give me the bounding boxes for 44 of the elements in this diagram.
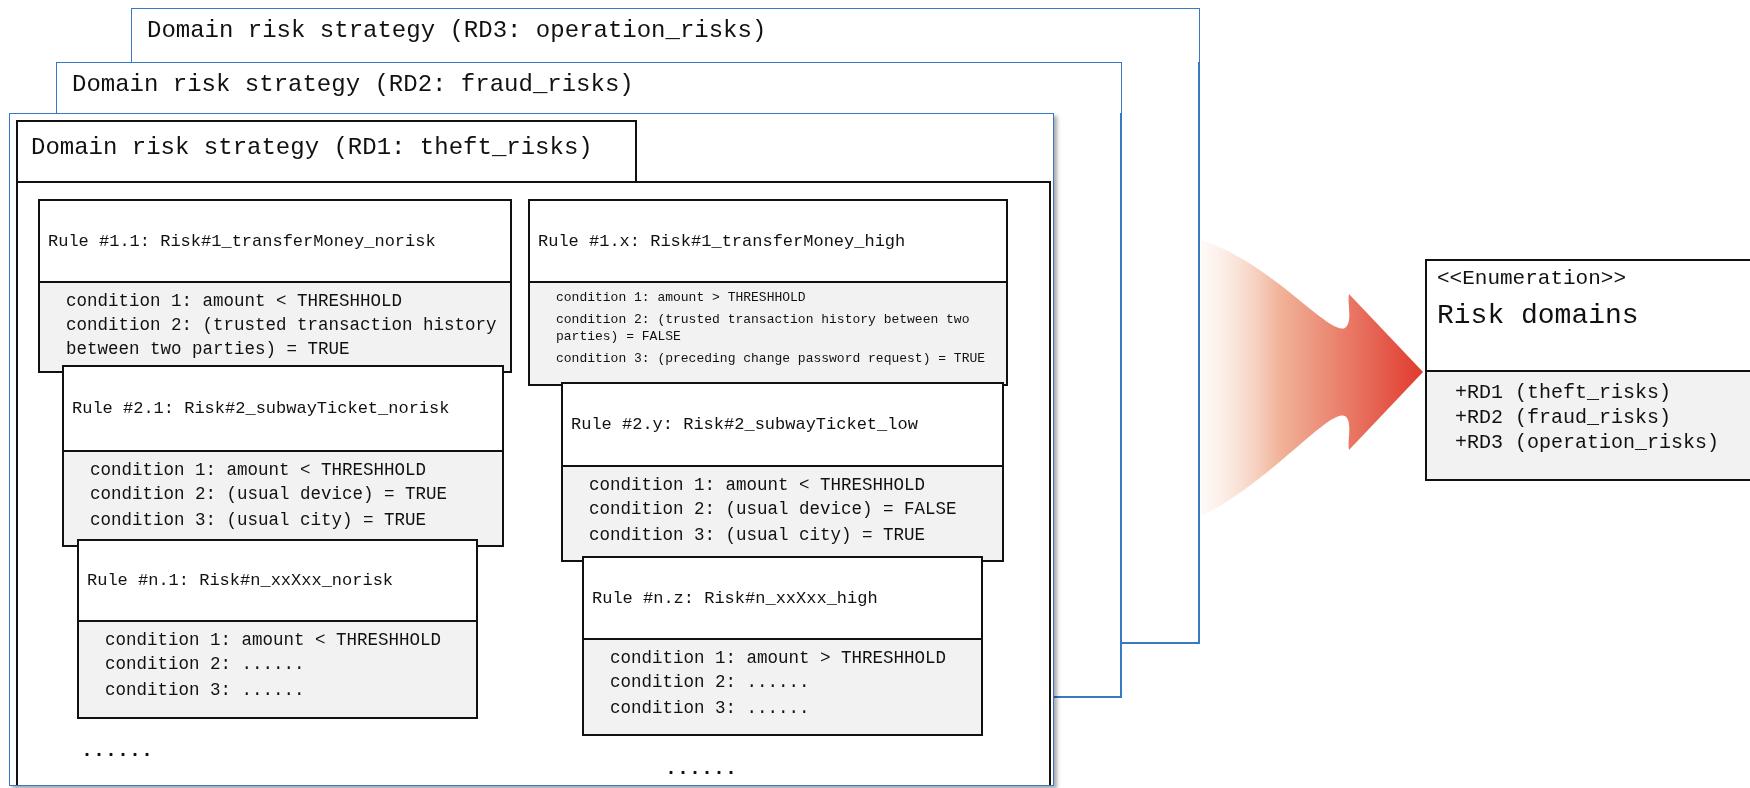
condition-text: condition 1: amount < THRESHHOLD [66, 290, 404, 313]
card-title: Domain risk strategy (RD2: fraud_risks) [72, 71, 634, 98]
rule-title: Rule #1.x: Risk#1_transferMoney_high [530, 201, 1006, 283]
condition-text: condition 1: amount < THRESHHOLD [105, 629, 443, 652]
rule-card [528, 199, 1008, 386]
condition-text: condition 3: (usual city) = TRUE [90, 509, 428, 532]
condition-text: condition 2: (trusted transaction history between two parties) = TRUE [66, 314, 498, 361]
strategy-card [9, 113, 1054, 786]
strategy-card [56, 62, 1122, 113]
rule-card [77, 539, 478, 719]
enum-value: +RD2 (fraud_risks) [1455, 405, 1672, 430]
condition-text: condition 3: ...... [105, 679, 306, 702]
rule-card [561, 382, 1004, 562]
rule-card [38, 199, 512, 373]
enum-value: +RD1 (theft_risks) [1455, 380, 1672, 405]
ellipsis-text: ...... [81, 739, 153, 762]
rule-card [582, 556, 983, 736]
condition-text: condition 1: amount < THRESHHOLD [90, 459, 428, 482]
rule-title: Rule #n.z: Risk#n_xxXxx_high [584, 558, 981, 640]
enum-value: +RD3 (operation_risks) [1455, 430, 1720, 455]
condition-text: condition 3: ...... [610, 697, 811, 720]
condition-text: condition 2: (trusted transaction history between two parties) = FALSE [556, 311, 971, 345]
stereotype-text: <<Enumeration>> [1437, 267, 1627, 290]
condition-text: condition 1: amount > THRESHHOLD [556, 289, 807, 306]
rule-title: Rule #2.y: Risk#2_subwayTicket_low [563, 384, 1002, 467]
ellipsis-text: ...... [665, 757, 737, 780]
condition-text: condition 1: amount < THRESHHOLD [589, 474, 927, 497]
rule-title: Rule #n.1: Risk#n_xxXxx_norisk [79, 541, 476, 622]
condition-text: condition 2: (usual device) = TRUE [90, 483, 449, 506]
condition-text: condition 2: (usual device) = FALSE [589, 498, 958, 521]
enumeration-box [1425, 259, 1750, 481]
arrow [1201, 240, 1423, 516]
condition-text: condition 2: ...... [105, 653, 306, 676]
rule-title: Rule #1.1: Risk#1_transferMoney_norisk [40, 201, 510, 283]
rule-card [62, 365, 504, 547]
rule-title: Rule #2.1: Risk#2_subwayTicket_norisk [64, 367, 502, 452]
title-tab: Domain risk strategy (RD1: theft_risks) [16, 120, 637, 183]
condition-text: condition 3: (preceding change password request) = TRUE [556, 350, 987, 367]
strategy-card [131, 8, 1200, 62]
card-title: Domain risk strategy (RD3: operation_risks) [147, 17, 767, 44]
class-name: Risk domains [1437, 300, 1639, 331]
condition-text: condition 1: amount > THRESHHOLD [610, 647, 948, 670]
condition-text: condition 2: ...... [610, 671, 811, 694]
condition-text: condition 3: (usual city) = TRUE [589, 524, 927, 547]
